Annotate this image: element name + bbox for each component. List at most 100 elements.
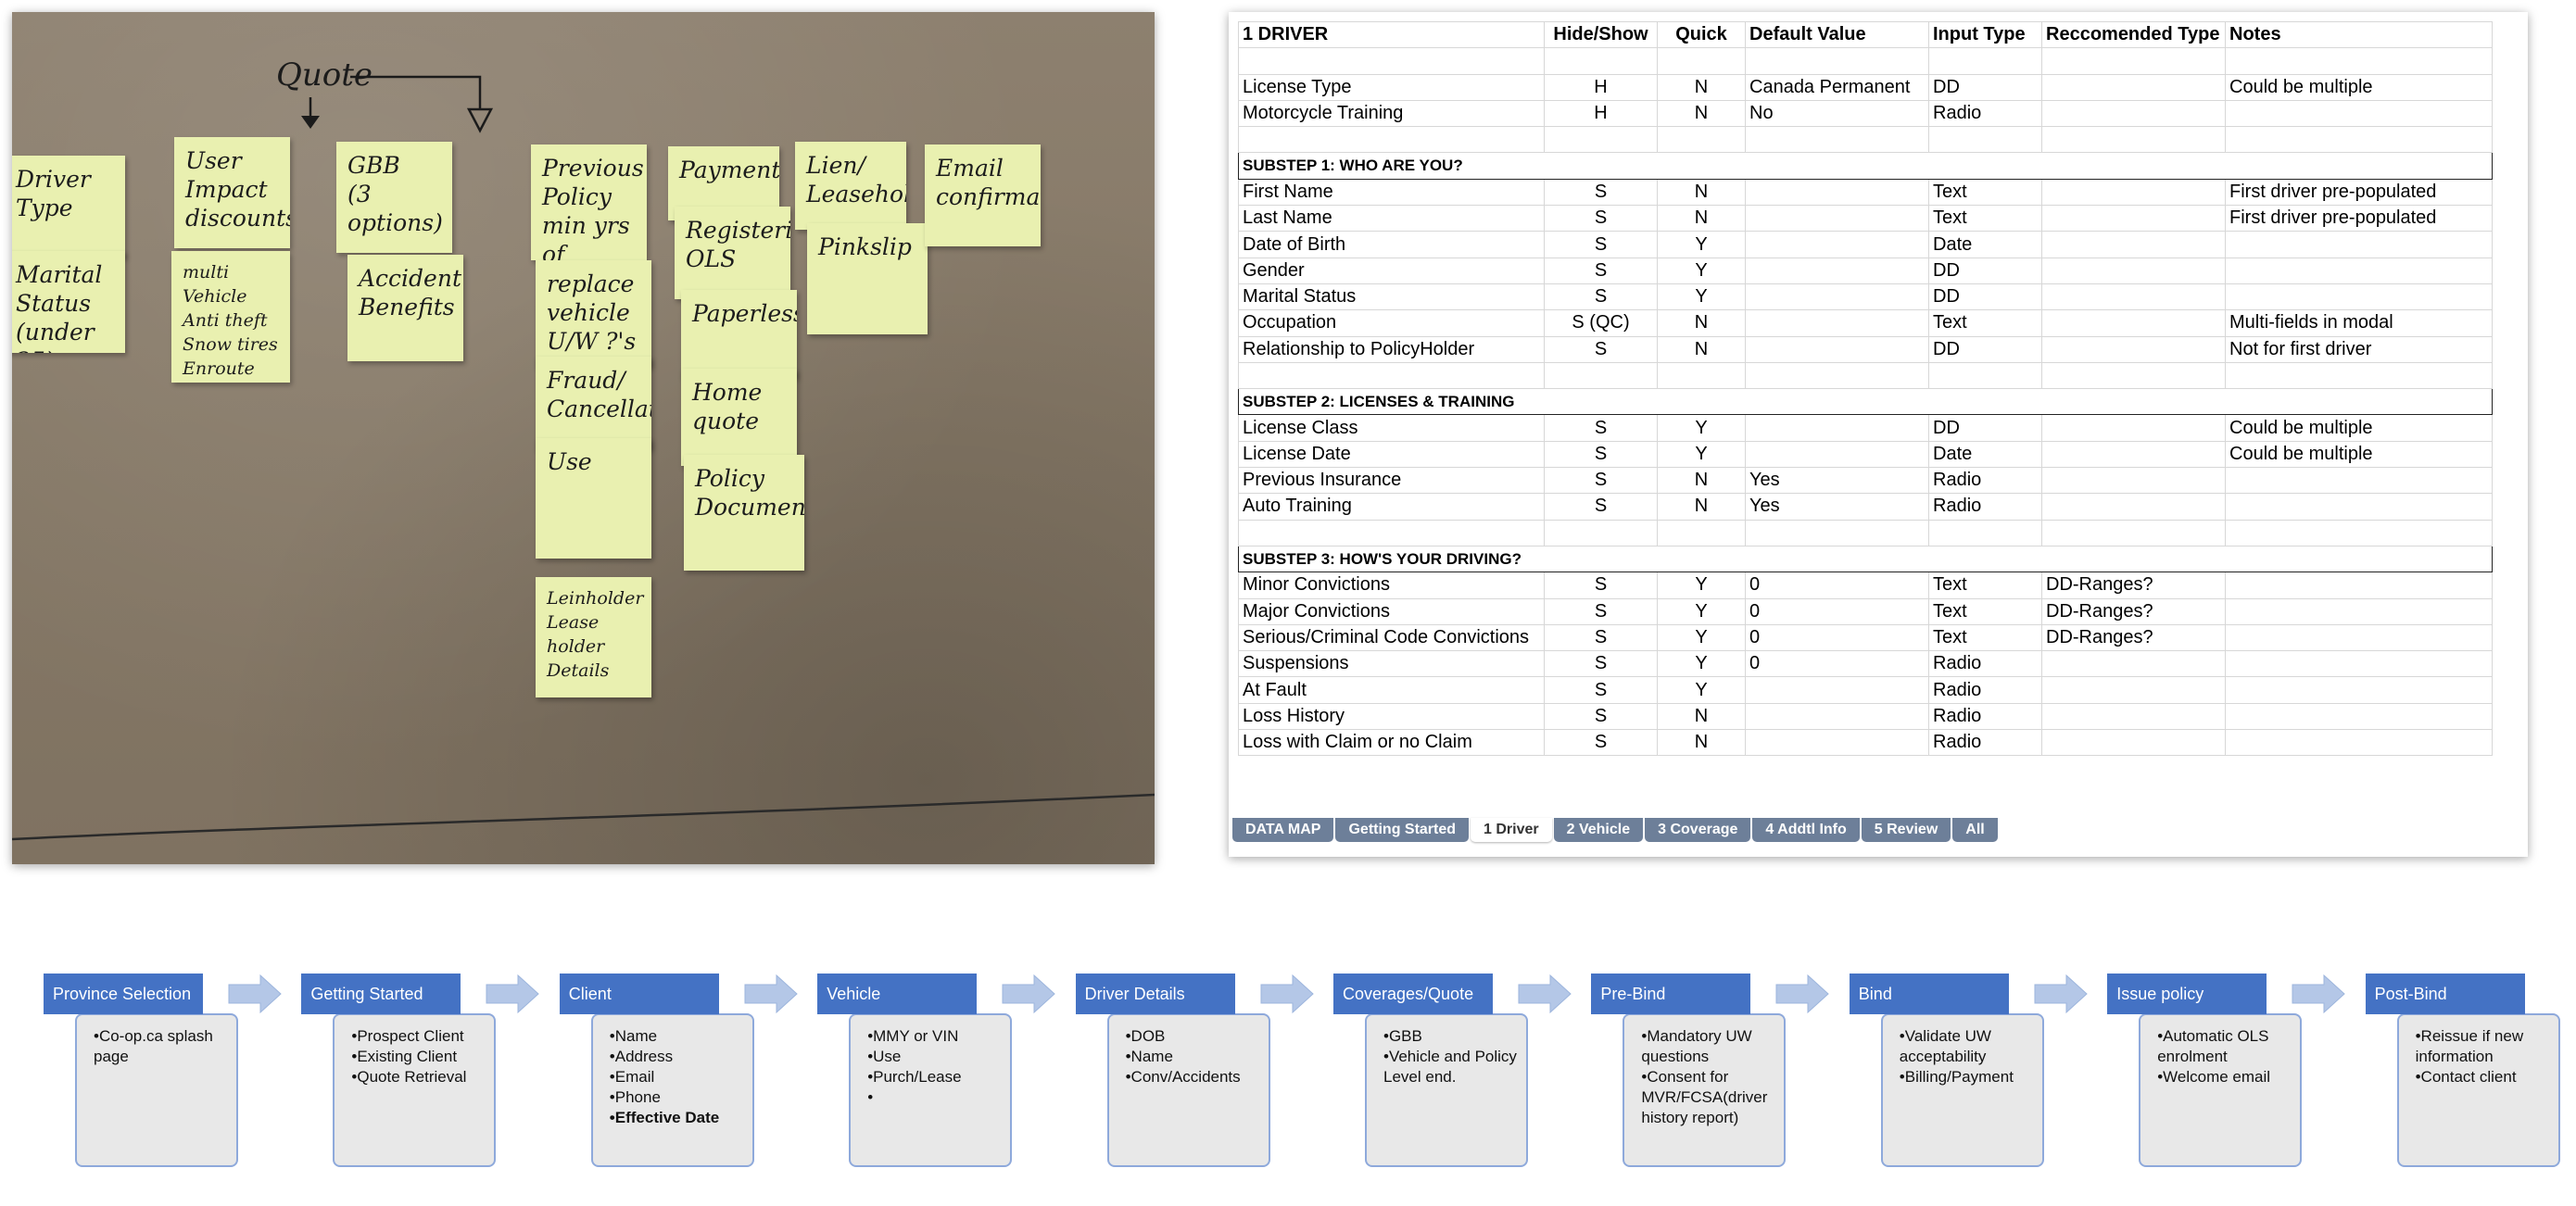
table-cell[interactable]: [2225, 702, 2493, 731]
table-cell[interactable]: [2041, 361, 2226, 390]
table-cell[interactable]: S: [1544, 702, 1658, 731]
table-cell[interactable]: 0: [1745, 650, 1929, 678]
table-cell[interactable]: [2041, 257, 2226, 284]
table-cell[interactable]: Y: [1657, 597, 1746, 625]
table-cell[interactable]: Y: [1657, 676, 1746, 704]
column-header[interactable]: Input Type: [1928, 20, 2042, 49]
sheet-tab[interactable]: DATA MAP: [1232, 818, 1334, 842]
table-cell[interactable]: [1657, 47, 1746, 75]
table-cell[interactable]: Major Convictions: [1238, 597, 1545, 625]
table-cell[interactable]: S: [1544, 283, 1658, 311]
table-cell[interactable]: Marital Status: [1238, 283, 1545, 311]
table-cell[interactable]: [2225, 597, 2493, 625]
table-cell[interactable]: [1928, 361, 2042, 390]
table-cell[interactable]: N: [1657, 178, 1746, 207]
table-cell[interactable]: S: [1544, 467, 1658, 495]
table-cell[interactable]: [1657, 519, 1746, 546]
table-cell[interactable]: N: [1657, 73, 1746, 101]
table-cell[interactable]: Radio: [1928, 650, 2042, 678]
table-cell[interactable]: Gender: [1238, 257, 1545, 284]
table-cell[interactable]: DD: [1928, 335, 2042, 363]
table-cell[interactable]: Yes: [1745, 467, 1929, 495]
table-cell[interactable]: 0: [1745, 623, 1929, 652]
table-cell[interactable]: [2225, 126, 2493, 154]
table-cell[interactable]: Y: [1657, 231, 1746, 258]
column-header[interactable]: 1 DRIVER: [1238, 20, 1545, 49]
table-cell[interactable]: DD: [1928, 414, 2042, 442]
table-cell[interactable]: [1544, 519, 1658, 546]
table-cell[interactable]: DD: [1928, 257, 2042, 284]
section-title[interactable]: SUBSTEP 3: HOW'S YOUR DRIVING?: [1238, 545, 2493, 573]
table-cell[interactable]: [1745, 283, 1929, 311]
table-cell[interactable]: N: [1657, 493, 1746, 521]
table-cell[interactable]: S: [1544, 493, 1658, 521]
table-cell[interactable]: S: [1544, 623, 1658, 652]
sheet-tab[interactable]: All: [1952, 818, 1998, 842]
table-cell[interactable]: 0: [1745, 572, 1929, 599]
table-cell[interactable]: N: [1657, 729, 1746, 757]
sheet-tab[interactable]: 2 Vehicle: [1553, 818, 1644, 842]
table-cell[interactable]: Loss History: [1238, 702, 1545, 731]
table-cell[interactable]: Motorcycle Training: [1238, 99, 1545, 128]
table-cell[interactable]: [2041, 231, 2226, 258]
table-cell[interactable]: H: [1544, 99, 1658, 128]
table-cell[interactable]: Could be multiple: [2225, 440, 2493, 469]
table-cell[interactable]: License Type: [1238, 73, 1545, 101]
table-cell[interactable]: [2041, 309, 2226, 337]
table-cell[interactable]: DD-Ranges?: [2041, 572, 2226, 599]
table-cell[interactable]: [2041, 178, 2226, 207]
table-cell[interactable]: Text: [1928, 205, 2042, 232]
table-cell[interactable]: [2041, 47, 2226, 75]
table-cell[interactable]: [2041, 99, 2226, 128]
table-cell[interactable]: Y: [1657, 440, 1746, 469]
table-cell[interactable]: S: [1544, 257, 1658, 284]
table-cell[interactable]: First driver pre-populated: [2225, 205, 2493, 232]
column-header[interactable]: Hide/Show: [1544, 20, 1658, 49]
table-cell[interactable]: [1928, 519, 2042, 546]
table-cell[interactable]: S: [1544, 440, 1658, 469]
table-cell[interactable]: Y: [1657, 414, 1746, 442]
table-cell[interactable]: [1544, 361, 1658, 390]
table-cell[interactable]: [1745, 231, 1929, 258]
column-header[interactable]: Notes: [2225, 20, 2493, 49]
column-header[interactable]: Reccomended Type: [2041, 20, 2226, 49]
table-cell[interactable]: S: [1544, 650, 1658, 678]
table-cell[interactable]: Radio: [1928, 702, 2042, 731]
table-cell[interactable]: [1928, 47, 2042, 75]
table-cell[interactable]: [2225, 729, 2493, 757]
table-cell[interactable]: S: [1544, 414, 1658, 442]
table-cell[interactable]: Text: [1928, 309, 2042, 337]
table-cell[interactable]: Radio: [1928, 493, 2042, 521]
sheet-tab[interactable]: Getting Started: [1335, 818, 1470, 842]
table-cell[interactable]: S: [1544, 178, 1658, 207]
table-cell[interactable]: [2041, 467, 2226, 495]
table-cell[interactable]: [2041, 205, 2226, 232]
table-cell[interactable]: Y: [1657, 572, 1746, 599]
table-cell[interactable]: [2041, 414, 2226, 442]
table-cell[interactable]: [1745, 257, 1929, 284]
table-cell[interactable]: [2041, 493, 2226, 521]
table-cell[interactable]: H: [1544, 73, 1658, 101]
table-cell[interactable]: At Fault: [1238, 676, 1545, 704]
table-cell[interactable]: Multi-fields in modal: [2225, 309, 2493, 337]
table-cell[interactable]: [2225, 650, 2493, 678]
table-cell[interactable]: N: [1657, 99, 1746, 128]
table-cell[interactable]: [2225, 283, 2493, 311]
table-cell[interactable]: [2041, 126, 2226, 154]
table-cell[interactable]: Y: [1657, 283, 1746, 311]
section-title[interactable]: SUBSTEP 2: LICENSES & TRAINING: [1238, 388, 2493, 416]
table-cell[interactable]: S: [1544, 676, 1658, 704]
table-cell[interactable]: [2225, 361, 2493, 390]
table-cell[interactable]: [1745, 335, 1929, 363]
section-title[interactable]: SUBSTEP 1: WHO ARE YOU?: [1238, 152, 2493, 180]
table-cell[interactable]: [2041, 702, 2226, 731]
table-cell[interactable]: S: [1544, 729, 1658, 757]
table-cell[interactable]: Could be multiple: [2225, 414, 2493, 442]
table-cell[interactable]: [1238, 126, 1545, 154]
table-cell[interactable]: [1745, 361, 1929, 390]
table-cell[interactable]: [1745, 440, 1929, 469]
table-cell[interactable]: [1745, 519, 1929, 546]
table-cell[interactable]: Text: [1928, 623, 2042, 652]
table-cell[interactable]: Loss with Claim or no Claim: [1238, 729, 1545, 757]
sheet-tab[interactable]: 5 Review: [1861, 818, 1951, 842]
